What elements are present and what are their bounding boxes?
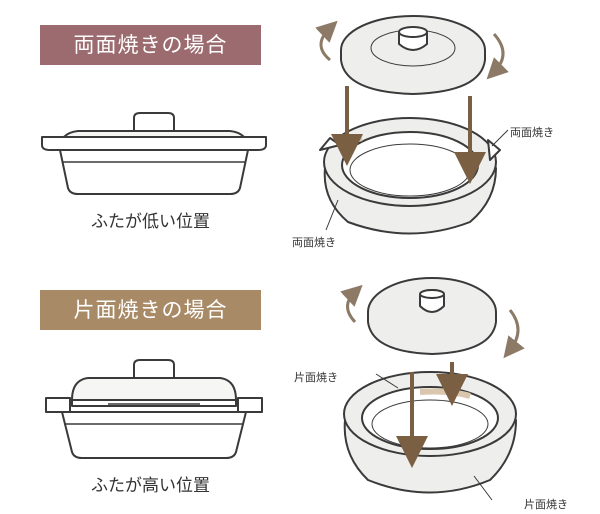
pot-rim (45, 397, 71, 413)
section-double-banner: 両面焼きの場合 (40, 25, 261, 65)
rotate-arrow-right (486, 32, 509, 80)
rotate-arrow-left (315, 20, 338, 62)
side-view-lid-high (45, 359, 263, 459)
rotate-arrow-right (503, 309, 525, 359)
lid-knob (133, 359, 175, 379)
section-single-banner: 片面焼きの場合 (40, 290, 261, 330)
pot-rim (41, 136, 267, 151)
double-label-right: 両面焼き (510, 126, 554, 139)
pot-body (61, 411, 247, 459)
single-label-left: 片面焼き (294, 371, 338, 384)
section-double-caption: ふたが低い位置 (91, 212, 210, 232)
side-view-lid-low (41, 112, 267, 195)
single-label-bottom: 片面焼き (524, 498, 568, 511)
pot-body (59, 149, 249, 195)
double-label-left: 両面焼き (292, 236, 336, 249)
section-single-caption: ふたが高い位置 (91, 476, 210, 496)
rotate-arrow-left (340, 284, 363, 324)
lid-knob (133, 112, 175, 132)
perspective-single (343, 277, 517, 494)
lid-body (71, 377, 237, 401)
perspective-double (319, 15, 501, 235)
